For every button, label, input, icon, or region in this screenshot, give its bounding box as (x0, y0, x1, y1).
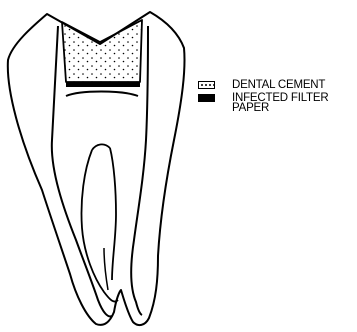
infected-filter-paper-label: INFECTED FILTER PAPER (232, 93, 342, 113)
dental-cement-fill (62, 20, 142, 82)
dental-cement-label: DENTAL CEMENT (232, 80, 325, 90)
root-canal-lower (104, 248, 108, 290)
infected-filter-paper-swatch (198, 94, 215, 102)
dental-cement-swatch (198, 81, 215, 89)
infected-filter-paper (66, 82, 140, 87)
legend-item-infected-filter-paper: INFECTED FILTER PAPER (198, 93, 357, 105)
chamber-floor-curve (66, 92, 138, 97)
legend: DENTAL CEMENT INFECTED FILTER PAPER (198, 80, 357, 106)
root-canal-right (110, 148, 116, 280)
legend-item-dental-cement: DENTAL CEMENT (198, 80, 357, 92)
root-canal-center (92, 144, 110, 150)
